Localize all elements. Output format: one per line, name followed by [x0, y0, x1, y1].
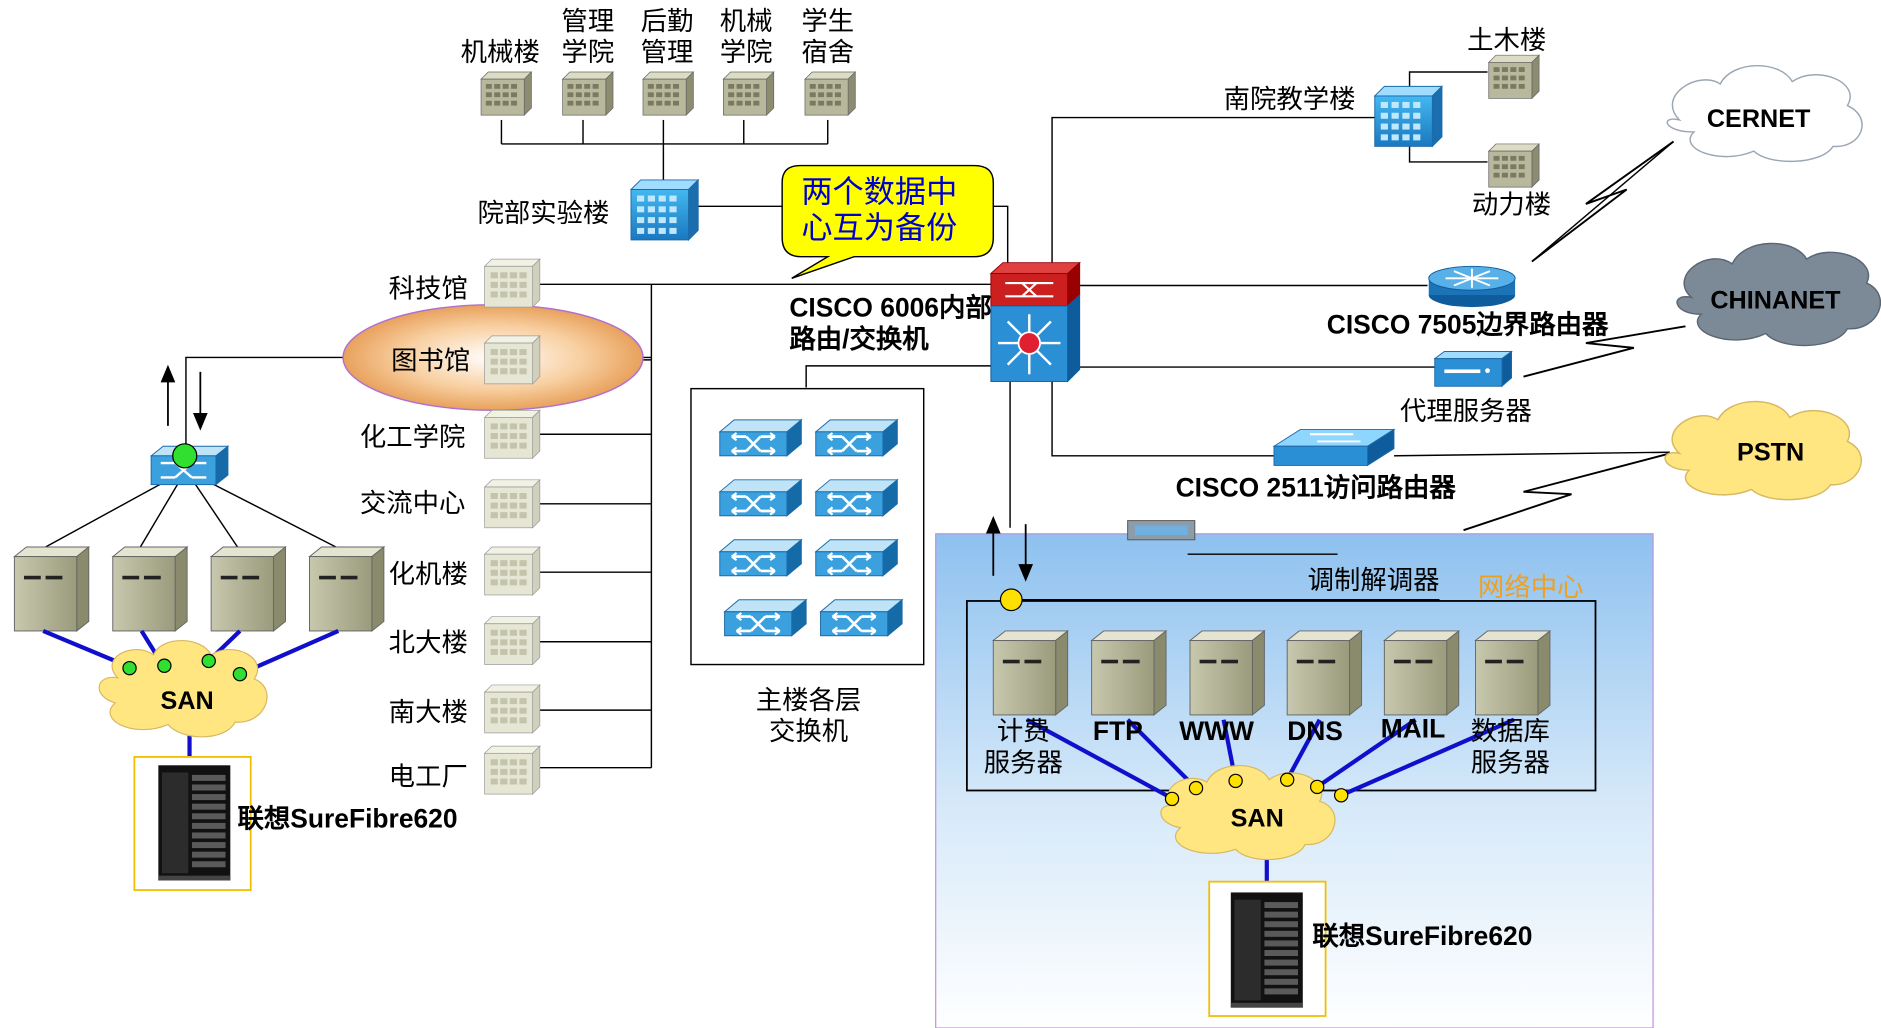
label-xuesheng-sushe: 学生 宿舍	[801, 7, 855, 69]
modem-icon	[1127, 520, 1196, 541]
left-storage-icon	[158, 765, 231, 881]
center-san-nodes	[1164, 772, 1349, 807]
label-lab-building: 院部实验楼	[477, 199, 610, 230]
left-switch-icon	[149, 445, 230, 486]
label-diangongchang: 电工厂	[388, 762, 468, 793]
left-san-nodes	[122, 653, 248, 682]
cloud-label-pstn: PSTN	[1737, 439, 1805, 467]
label-mail-server: MAIL	[1380, 713, 1446, 744]
access-router-icon	[1272, 428, 1396, 467]
label-houqin-guanli: 后勤 管理	[640, 7, 694, 69]
label-tumulou: 土木楼	[1467, 26, 1547, 57]
san-label-left: SAN	[160, 687, 214, 715]
pstn-cloud	[1664, 400, 1862, 501]
cloud-label-cernet: CERNET	[1706, 105, 1811, 134]
left-servers	[13, 546, 385, 632]
hub-node-left	[172, 443, 198, 469]
label-south-building: 南院教学楼	[1223, 85, 1356, 116]
cernet-cloud	[1666, 64, 1863, 163]
label-proxy-server: 代理服务器	[1399, 397, 1532, 428]
label-beidalou: 北大楼	[388, 628, 468, 659]
proxy-server-icon	[1433, 350, 1513, 388]
san-label-center: SAN	[1230, 804, 1284, 833]
wan-zigzag-links	[1463, 140, 1686, 532]
label-kejiguan: 科技馆	[388, 274, 468, 305]
label-donglilou: 动力楼	[1471, 190, 1552, 221]
label-network-center: 网络中心	[1477, 573, 1584, 604]
lab-building-icon	[630, 179, 699, 241]
label-database-server: 数据库 服务器	[1470, 717, 1550, 779]
label-dns-server: DNS	[1287, 716, 1343, 747]
tumu-building-icon	[1488, 54, 1540, 99]
center-storage-icon	[1230, 892, 1303, 1008]
label-huajilou: 化机楼	[388, 560, 468, 591]
label-left-storage: 联想SureFibre620	[237, 803, 458, 834]
label-center-storage: 联想SureFibre620	[1312, 921, 1533, 952]
core-switch-icon	[989, 261, 1081, 383]
label-floor-switches: 主楼各层 交换机	[755, 686, 862, 748]
label-huagong-xueyuan: 化工学院	[359, 423, 466, 454]
callout-bubble	[781, 164, 995, 279]
label-jiaoliu-zhongxin: 交流中心	[359, 489, 466, 520]
label-ftp-server: FTP	[1092, 716, 1143, 747]
left-san-cloud	[98, 639, 268, 738]
label-modem: 调制解调器	[1307, 566, 1440, 597]
center-san-cloud	[1160, 765, 1336, 861]
label-guanli-xueyuan: 管理 学院	[561, 7, 615, 69]
top-buildings	[480, 71, 856, 116]
label-billing-server: 计费 服务器	[983, 717, 1063, 779]
label-www-server: WWW	[1179, 716, 1254, 747]
label-tushuguan: 图书馆	[391, 346, 471, 377]
edge-router-icon	[1428, 265, 1516, 308]
traffic-arrows	[160, 364, 1034, 582]
chinanet-cloud	[1676, 242, 1881, 347]
label-access-router: CISCO 2511访问路由器	[1175, 472, 1456, 503]
label-edge-router: CISCO 7505边界路由器	[1326, 309, 1609, 340]
callout-text: 两个数据中 心互为备份	[801, 175, 958, 248]
label-nandalou: 南大楼	[388, 698, 468, 729]
label-jixielou: 机械楼	[460, 38, 540, 69]
label-core-switch: CISCO 6006内部 路由/交换机	[789, 292, 992, 354]
south-building-icon	[1374, 85, 1443, 147]
hub-node-center	[999, 588, 1023, 612]
left-buildings	[484, 258, 541, 795]
label-jixie-xueyuan: 机械 学院	[719, 7, 773, 69]
dongli-building-icon	[1488, 143, 1540, 188]
cloud-label-chinanet: CHINANET	[1710, 286, 1841, 315]
